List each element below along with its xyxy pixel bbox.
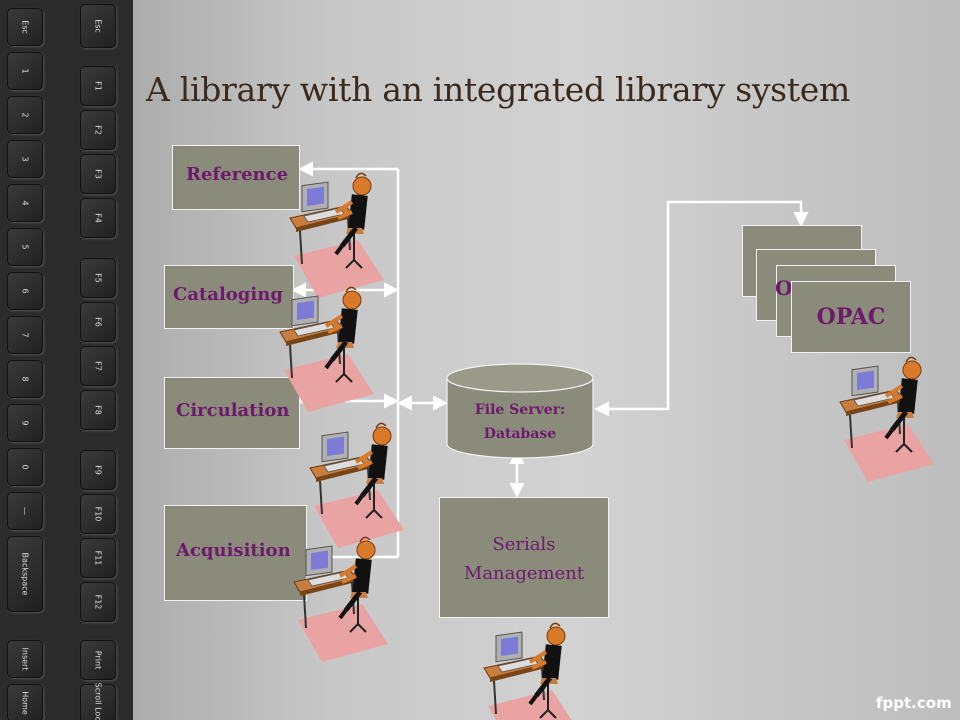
database-label-line2: Database bbox=[483, 426, 557, 442]
keyboard-key: 8 bbox=[7, 360, 43, 398]
slide-title: A library with an integrated library sys… bbox=[146, 70, 850, 109]
serials-label-line2: Management bbox=[463, 563, 585, 584]
reference-label: Reference bbox=[186, 164, 289, 185]
keyboard-key: — bbox=[7, 492, 43, 530]
keyboard-key: F7 bbox=[80, 346, 116, 386]
keyboard-key: F5 bbox=[80, 258, 116, 298]
keyboard-key: Scroll Lock bbox=[80, 683, 116, 720]
keyboard-key: 6 bbox=[7, 272, 43, 310]
keyboard-key: Backspace bbox=[7, 536, 43, 612]
keyboard-key: Esc bbox=[80, 4, 116, 48]
worker-clipart-circulation bbox=[310, 423, 404, 548]
keyboard-key: Print bbox=[80, 640, 116, 680]
keyboard-key: Esc bbox=[7, 8, 43, 46]
keyboard-key: Insert bbox=[7, 640, 43, 678]
keyboard-key: 4 bbox=[7, 184, 43, 222]
worker-clipart-cataloging bbox=[280, 287, 374, 412]
keyboard-image: Esc 1 2 3 4 5 6 7 8 9 0 — Backspace Inse… bbox=[0, 0, 133, 720]
acquisition-label: Acquisition bbox=[176, 540, 291, 561]
database-cylinder bbox=[446, 363, 594, 459]
keyboard-key: F11 bbox=[80, 538, 116, 578]
keyboard-key: F1 bbox=[80, 66, 116, 106]
cataloging-label: Cataloging bbox=[173, 284, 283, 305]
keyboard-key: F8 bbox=[80, 390, 116, 430]
database-to-opac-connector bbox=[594, 200, 809, 417]
worker-clipart-reference bbox=[290, 173, 384, 298]
keyboard-key: F9 bbox=[80, 450, 116, 490]
acquisition-box bbox=[164, 505, 307, 601]
footer-watermark: fppt.com bbox=[876, 694, 952, 712]
keyboard-key: F3 bbox=[80, 154, 116, 194]
keyboard-key: 7 bbox=[7, 316, 43, 354]
keyboard-key: F10 bbox=[80, 494, 116, 534]
keyboard-key: 2 bbox=[7, 96, 43, 134]
serials-management-box: Serials Management bbox=[439, 497, 609, 618]
worker-clipart-serials bbox=[484, 623, 578, 720]
keyboard-key: 9 bbox=[7, 404, 43, 442]
opac-label: OPAC bbox=[816, 304, 886, 330]
cataloging-box bbox=[164, 265, 294, 329]
keyboard-key: F6 bbox=[80, 302, 116, 342]
serials-label-line1: Serials bbox=[492, 534, 556, 555]
keyboard-key: Home bbox=[7, 684, 43, 720]
worker-clipart-acquisition bbox=[294, 537, 388, 662]
reference-box bbox=[172, 145, 300, 210]
circulation-label: Circulation bbox=[176, 400, 290, 421]
database-label-line1: File Server: bbox=[474, 402, 566, 418]
opac-box: OPAC bbox=[791, 281, 911, 353]
database-label: File Server: Database bbox=[447, 398, 593, 446]
circulation-box bbox=[164, 377, 300, 449]
keyboard-key: F12 bbox=[80, 582, 116, 622]
worker-clipart-opac bbox=[840, 357, 934, 482]
keyboard-key: 5 bbox=[7, 228, 43, 266]
keyboard-key: 3 bbox=[7, 140, 43, 178]
keyboard-key: 0 bbox=[7, 448, 43, 486]
keyboard-key: F2 bbox=[80, 110, 116, 150]
keyboard-key: 1 bbox=[7, 52, 43, 90]
keyboard-key: F4 bbox=[80, 198, 116, 238]
opac-partial-label: O bbox=[775, 276, 793, 300]
